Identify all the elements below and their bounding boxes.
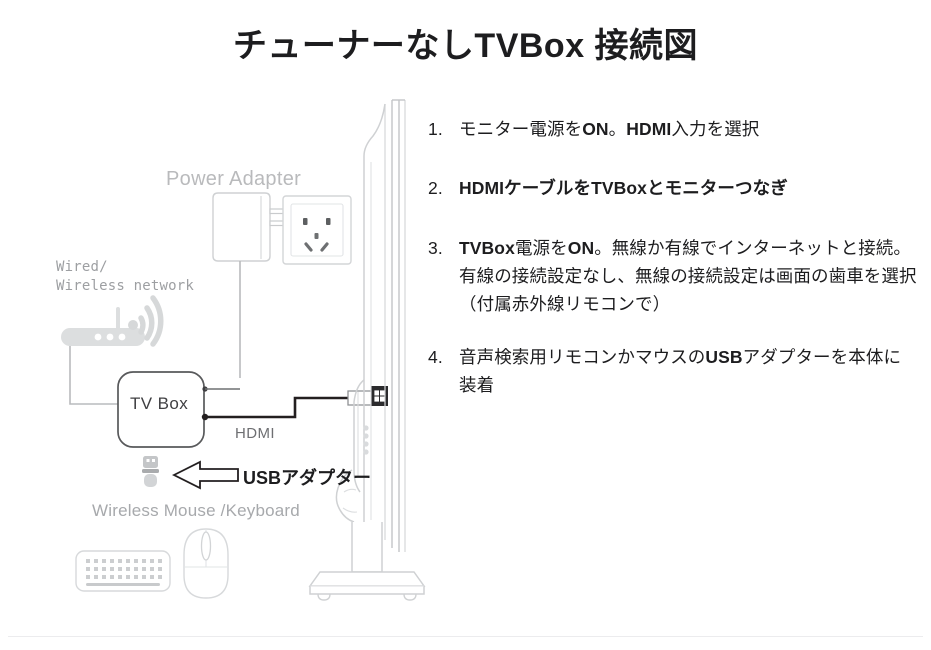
tv-box-icon [117, 371, 240, 448]
page-title: チューナーなしTVBox 接続図 [0, 18, 931, 67]
bottom-divider [8, 636, 923, 637]
step-number-2: 2. [428, 177, 443, 198]
power-adapter-icon [212, 192, 293, 378]
keyboard-icon [75, 550, 171, 592]
label-usb-adapter: USBアダプター [243, 466, 371, 490]
step-body-1: モニター電源をON。HDMI入力を選択 [459, 119, 760, 139]
instruction-step-2: 2. HDMIケーブルをTVBoxとモニターつなぎ [428, 175, 918, 203]
step-number-1: 1. [428, 119, 443, 139]
label-wired-wireless-network: Wired/ Wireless network [56, 259, 195, 294]
instruction-step-4: 4. 音声検索用リモコンかマウスのUSBアダプターを本体に装着 [428, 344, 918, 399]
hdmi-cable [205, 390, 378, 419]
step-body-4: 音声検索用リモコンかマウスのUSBアダプターを本体に装着 [459, 347, 902, 395]
wall-outlet-icon [282, 195, 352, 265]
label-power-adapter: Power Adapter [166, 168, 302, 190]
instruction-step-3: 3. TVBox電源をON。無線か有線でインターネットと接続。有線の接続設定なし… [428, 235, 918, 318]
label-wireless-mouse-keyboard: Wireless Mouse /Keyboard [92, 501, 300, 520]
instruction-list: 1. モニター電源をON。HDMI入力を選択 2. HDMIケーブルをTVBox… [428, 116, 918, 399]
step-number-4: 4. [428, 347, 443, 368]
mouse-icon [183, 528, 229, 599]
label-usb-adapter-jp: アダプター [281, 468, 372, 488]
step-number-3: 3. [428, 238, 443, 259]
label-hdmi: HDMI [235, 425, 275, 442]
page-title-text: チューナーなしTVBox 接続図 [232, 27, 699, 65]
wifi-router-icon [61, 295, 164, 405]
instruction-step-1: 1. モニター電源をON。HDMI入力を選択 [428, 116, 918, 144]
monitor-side-view-icon [308, 99, 426, 601]
usb-dongle-icon [142, 456, 159, 487]
label-usb-adapter-en: USB [243, 468, 282, 488]
callout-arrow-icon [171, 460, 239, 490]
hdmi-connector-icon [371, 386, 388, 406]
label-tv-box: TV Box [130, 394, 189, 413]
step-body-3: TVBox電源をON。無線か有線でインターネットと接続。有線の接続設定なし、無線… [459, 238, 917, 314]
step-body-2: HDMIケーブルをTVBoxとモニターつなぎ [459, 177, 788, 198]
